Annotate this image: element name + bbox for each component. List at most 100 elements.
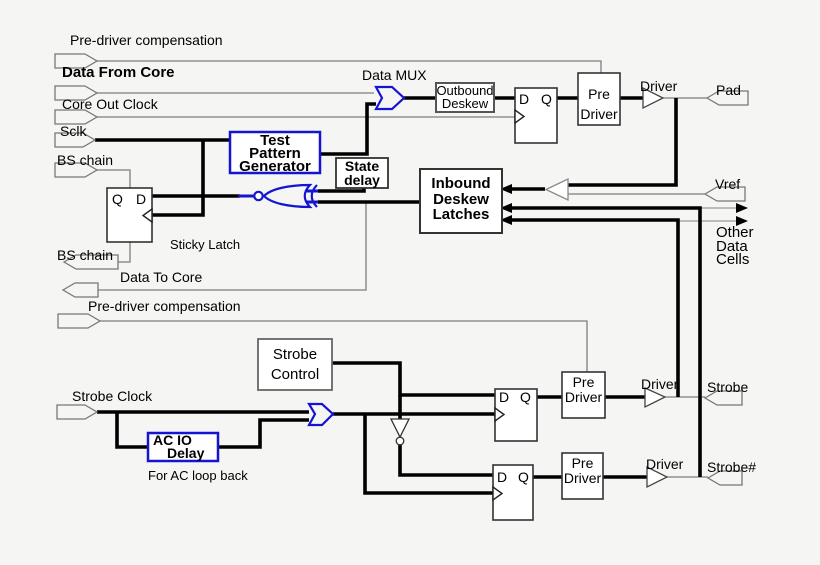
state-delay-box [335, 157, 389, 189]
xnor-gate-icon [238, 183, 318, 209]
ac-io-delay-box [146, 431, 220, 463]
test-pattern-generator-label: Test Pattern Generator [239, 132, 311, 175]
port-pentagon-strobe [703, 390, 743, 406]
driver3-triangle-icon [646, 465, 669, 489]
port-pentagon-core-out-clock [54, 109, 99, 125]
wire-strobe-to-inbound [510, 218, 680, 397]
predriver-b1-label: Pre Driver [564, 374, 603, 405]
port-label-predriver-comp-bottom: Pre-driver compensation [88, 298, 241, 314]
wire-sclk-to-latch-clock [152, 140, 205, 217]
blue-gates [238, 85, 406, 427]
ffb2-d-label: D [497, 469, 508, 485]
predriver-b2-box [561, 452, 604, 500]
sticky-latch-d-label: D [136, 191, 147, 207]
port-label-data-to-core: Data To Core [120, 269, 203, 285]
arrowhead-other-cells-1 [736, 203, 748, 213]
inverter-bubble-icon [395, 436, 405, 446]
port-label-predriver-comp-top: Pre-driver compensation [70, 32, 223, 48]
ffb2-clock-triangle-icon [492, 485, 504, 502]
ffb1-q-label: Q [520, 389, 531, 405]
ffb1-d-label: D [499, 389, 510, 405]
test-pattern-generator-box [228, 130, 322, 175]
port-label-bs-chain-top: BS chain [57, 152, 114, 168]
ffb1-clock-triangle-icon [494, 406, 506, 423]
wire-mux2-to-ffb2-clock [363, 414, 493, 495]
inverter-triangle-icon [389, 418, 411, 439]
wire-predriver-comp-bottom [100, 320, 588, 372]
other-data-cells-label: Other Data Cells [716, 224, 754, 268]
predriver1-box [577, 72, 621, 126]
clock-triangles [141, 108, 526, 502]
ff1-clock-triangle-icon [514, 108, 526, 125]
driver1-triangle-icon [642, 86, 665, 110]
data-mux-label: Data MUX [362, 67, 427, 83]
port-label-bs-chain-bottom: BS chain [57, 247, 114, 263]
predriver-b1-box [561, 371, 606, 419]
xnor-body [262, 183, 313, 209]
port-symbols [54, 53, 749, 486]
port-label-strobe-clock: Strobe Clock [72, 388, 153, 404]
thick-wires [95, 96, 702, 495]
for-ac-loop-back-label: For AC loop back [148, 468, 248, 483]
port-label-data-from-core: Data From Core [62, 64, 175, 81]
wire-bs-chain-top [97, 169, 131, 188]
strobe-control-label: Strobe Control [270, 346, 320, 383]
strobe-mux-gate-icon [307, 402, 335, 427]
sticky-latch-clock-triangle-icon [141, 207, 153, 224]
outbound-deskew-label: Outbound Deskew [436, 83, 494, 111]
predriver1-label: Pre Driver [580, 86, 618, 122]
wire-predriver-comp-top [97, 60, 602, 73]
port-pentagon-bs-chain-bottom [62, 254, 119, 270]
xnor-bubble [253, 190, 264, 202]
data-mux-gate-icon [374, 85, 406, 111]
port-pentagon-bs-chain-top [54, 162, 99, 178]
port-label-pad: Pad [716, 82, 741, 98]
port-pentagon-data-to-core [61, 282, 99, 298]
sticky-latch-q-label: Q [112, 191, 123, 207]
port-pentagon-predriver-comp-bottom [57, 313, 102, 329]
port-label-sclk: Sclk [60, 123, 87, 139]
inbound-deskew-latches-label: Inbound Deskew Latches [431, 175, 491, 223]
driver1-label: Driver [640, 78, 678, 94]
ff1-q-label: Q [541, 91, 552, 107]
port-label-strobe: Strobe [707, 379, 749, 395]
other-cell-stub-wires [678, 207, 737, 222]
strobe-control-box [257, 338, 333, 391]
wire-tpg-to-mux [320, 102, 376, 156]
arrowhead-inbound-3 [500, 215, 512, 225]
wire-strobectl-out [332, 361, 495, 397]
sticky-latch-label: Sticky Latch [170, 237, 241, 252]
vref-comparator-icon [544, 177, 569, 202]
port-label-core-out-clock: Core Out Clock [62, 96, 158, 112]
port-label-strobe-n: Strobe# [707, 459, 757, 475]
port-label-vref: Vref [715, 176, 741, 192]
state-delay-label: State delay [344, 158, 380, 188]
ffb2-q-label: Q [518, 469, 529, 485]
port-pentagon-pad [705, 90, 749, 106]
xnor-double-back [310, 184, 318, 208]
wire-strobeN-to-inbound [510, 206, 702, 477]
wire-data-to-core [98, 203, 367, 291]
port-pentagon-strobe-clock [56, 404, 99, 420]
port-pentagon-sclk [54, 132, 97, 148]
wire-inverter-to-ffb2 [398, 445, 493, 477]
arrowhead-inbound-1 [500, 184, 512, 194]
inbound-deskew-latches-box [419, 168, 503, 234]
driver2-triangle-icon [644, 386, 667, 409]
ff1-d-label: D [519, 91, 530, 107]
wire-acio-out [218, 418, 309, 449]
wire-pad-loopback [568, 98, 678, 187]
buffer-symbols [389, 86, 669, 489]
predriver-b2-label: Pre Driver [563, 455, 602, 486]
arrowhead-other-cells-2 [736, 216, 748, 226]
gray-wires [97, 60, 708, 478]
wire-strobeclk-to-acio [115, 412, 148, 449]
port-pentagon-predriver-comp-top [54, 53, 99, 69]
driver3-label: Driver [646, 456, 684, 472]
port-pentagon-vref [703, 186, 746, 202]
port-pentagon-strobeN [706, 470, 743, 486]
ac-io-delay-label: AC IO Delay [153, 432, 205, 461]
outbound-deskew-box [435, 82, 495, 113]
